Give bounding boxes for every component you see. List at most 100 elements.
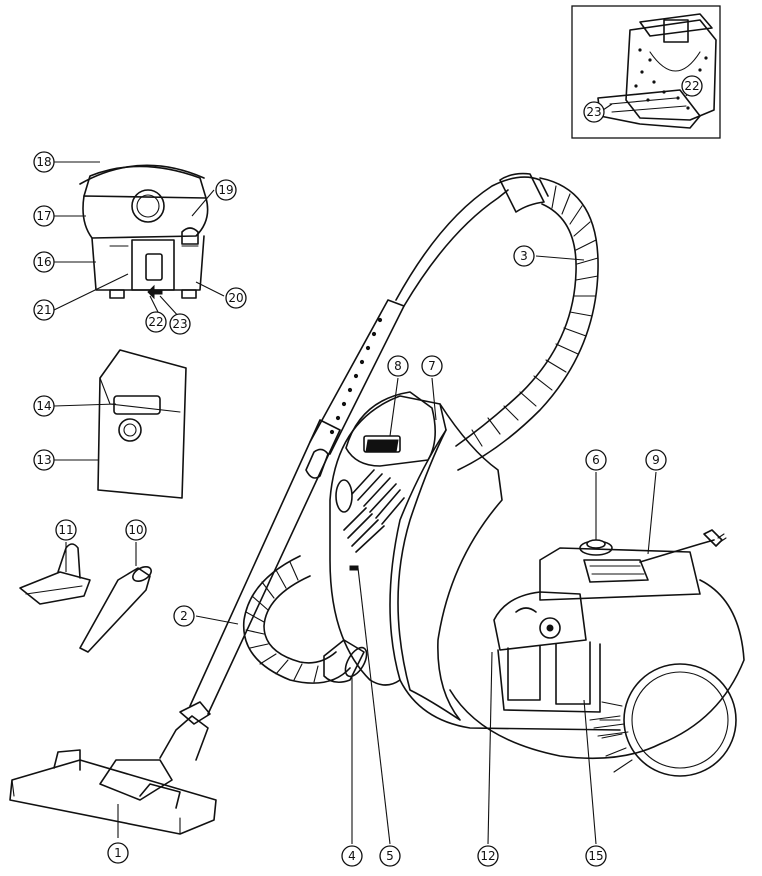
container-filter-frame: [131, 239, 175, 291]
rear-wheel-rim: [631, 671, 729, 769]
dust-compartment-inlet: [539, 617, 561, 639]
hose-connector: [323, 639, 365, 684]
hose-inlet-ring: [344, 646, 368, 678]
dust-compartment-inlet-center: [546, 624, 554, 632]
flexible-hose: [242, 172, 599, 684]
svg-text:2: 2: [180, 609, 188, 623]
floor-nozzle: [9, 749, 217, 835]
svg-text:8: 8: [394, 359, 402, 373]
svg-text:9: 9: [652, 453, 660, 467]
dust-compartment-handle: [515, 607, 537, 613]
callout-23-inset: 23: [583, 101, 605, 123]
svg-text:22: 22: [684, 79, 699, 93]
body-front-panel: [329, 395, 447, 686]
dust-bag-holder: [113, 395, 161, 415]
svg-text:23: 23: [172, 317, 187, 331]
floor-nozzle-switch: [139, 783, 181, 809]
rear-wheel: [623, 663, 737, 777]
hose-lower-inner: [263, 575, 337, 664]
callout-12: 12: [477, 845, 499, 867]
body-base-grip: [589, 715, 629, 737]
tube-elbow: [159, 715, 209, 761]
crevice-nozzle-body: [79, 567, 151, 653]
body-motor-grille-lines: [589, 565, 645, 575]
body-motor-grille: [583, 559, 649, 583]
callout-20: 20: [225, 287, 247, 309]
dust-bag-illustration: [97, 349, 187, 499]
callout-17: 17: [33, 205, 55, 227]
body-rear-housing: [449, 579, 745, 760]
svg-text:11: 11: [58, 523, 73, 537]
body-top-dome: [345, 391, 436, 467]
callout-16: 16: [33, 251, 55, 273]
power-cord: [639, 539, 715, 563]
upholstery-nozzle-head: [19, 571, 91, 605]
callout-2: 2: [173, 605, 195, 627]
body-indicator: [349, 565, 359, 571]
dust-bag-opening: [123, 423, 137, 437]
inset-container-curve: [649, 51, 701, 72]
handle-arc-outer: [395, 176, 549, 301]
container-lid: [82, 195, 209, 239]
hose-handle-cuff: [499, 172, 545, 213]
svg-text:13: 13: [36, 453, 51, 467]
dust-bag-fold: [99, 377, 181, 413]
callout-8: 8: [387, 355, 409, 377]
callout-14: 14: [33, 395, 55, 417]
dust-compartment-filter: [507, 645, 541, 701]
svg-text:18: 18: [36, 155, 51, 169]
svg-text:20: 20: [228, 291, 243, 305]
body-side-shell: [397, 403, 503, 721]
callout-18: 18: [33, 151, 55, 173]
floor-nozzle-pedal: [53, 749, 81, 771]
power-plug-pins: [717, 533, 727, 543]
dust-bag-body: [97, 349, 187, 499]
callout-23: 23: [169, 313, 191, 335]
container-foot-left: [109, 289, 125, 299]
body-handle-grip: [365, 439, 399, 453]
svg-text:19: 19: [218, 183, 233, 197]
rear-wheel-ribs: [599, 701, 633, 773]
container-lid-port-inner: [136, 194, 160, 218]
body-vent-slots: [343, 469, 405, 553]
callout-13: 13: [33, 449, 55, 471]
inset-container-lid: [639, 13, 713, 37]
inset-flap-lines: [609, 97, 687, 113]
hose-ribs-upper: [471, 185, 599, 447]
callout-11: 11: [55, 519, 77, 541]
floor-nozzle-edges: [11, 779, 181, 835]
cord-rewind-button-top: [586, 539, 606, 549]
callout-5: 5: [379, 845, 401, 867]
floor-nozzle-base: [9, 759, 217, 835]
dust-compartment-wall: [497, 643, 601, 713]
crevice-nozzle: [79, 565, 152, 653]
tube-handle-section: [309, 299, 405, 455]
svg-text:6: 6: [592, 453, 600, 467]
svg-text:23: 23: [586, 105, 601, 119]
hose-upper-inner: [455, 203, 577, 447]
svg-text:17: 17: [36, 209, 51, 223]
handle-arc-inner: [403, 189, 509, 307]
svg-text:12: 12: [480, 849, 495, 863]
container-lid-port: [131, 189, 165, 223]
dust-compartment-rim: [493, 591, 587, 651]
svg-text:22: 22: [148, 315, 163, 329]
svg-text:4: 4: [348, 849, 356, 863]
svg-text:5: 5: [386, 849, 394, 863]
body-base-front: [399, 679, 621, 731]
callout-1: 1: [107, 842, 129, 864]
tube-connector: [179, 701, 211, 725]
container-filter: [145, 253, 163, 281]
arrow-icon: [147, 284, 163, 300]
svg-text:21: 21: [36, 303, 51, 317]
hose-upper-outer: [457, 177, 599, 471]
callout-3: 3: [513, 245, 535, 267]
dust-bag-collar: [118, 418, 142, 442]
svg-text:3: 3: [520, 249, 528, 263]
svg-text:1: 1: [114, 846, 122, 860]
svg-text:15: 15: [588, 849, 603, 863]
tube-suction-slider-dots: [329, 317, 383, 435]
crevice-nozzle-mouth: [132, 565, 152, 583]
